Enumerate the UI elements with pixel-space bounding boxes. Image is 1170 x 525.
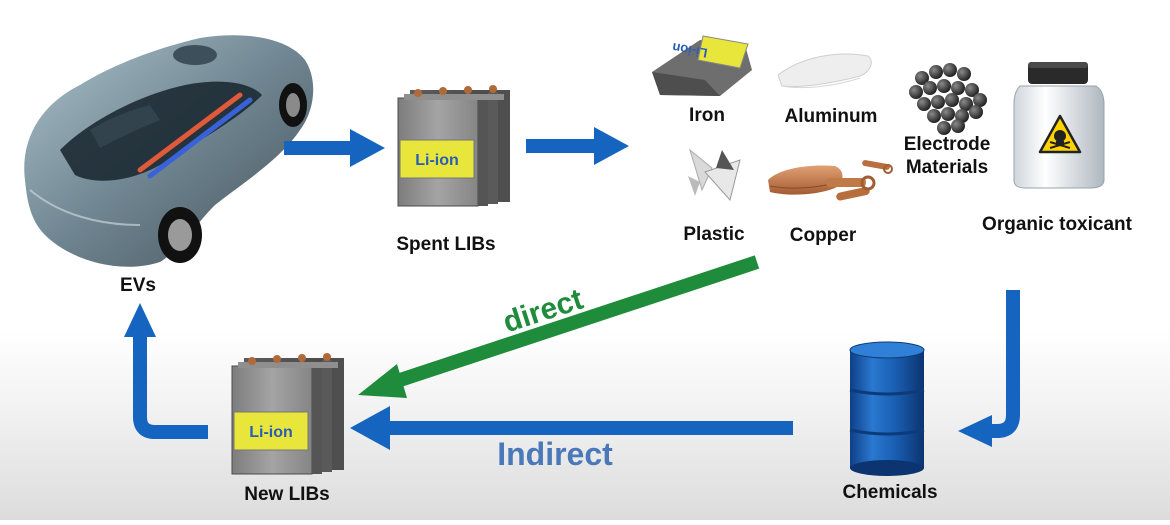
indirect-label: Indirect <box>497 436 613 472</box>
flow-arrow-evs-to-spent <box>284 129 385 167</box>
chemical-barrel-icon <box>849 341 925 476</box>
new-libs-label: New LIBs <box>244 484 330 505</box>
chemicals-label: Chemicals <box>842 482 938 503</box>
electrode-materials-label: Electrode Materials <box>904 133 991 179</box>
plastic-label: Plastic <box>683 224 745 245</box>
battery-icon: Li-ion <box>231 353 344 475</box>
copper-label: Copper <box>789 225 857 246</box>
iron-scrap-icon: Li-ion <box>652 35 752 96</box>
flow-arrow-spent-to-materials <box>526 127 629 165</box>
organic-toxicant-label: Organic toxicant <box>982 214 1132 235</box>
electrode-label-line1: Electrode <box>903 134 991 155</box>
evs-label: EVs <box>120 275 156 296</box>
aluminum-foil-icon <box>777 53 872 89</box>
aluminum-label: Aluminum <box>784 106 878 127</box>
spent-libs-label: Spent LIBs <box>396 234 496 255</box>
electrode-label-line2: Materials <box>905 157 989 179</box>
flow-arrow-new-to-evs <box>124 303 208 439</box>
indirect-arrow <box>350 406 793 450</box>
copper-icon <box>768 160 893 201</box>
electrode-beads-icon <box>909 63 987 135</box>
battery-label: Li-ion <box>415 152 459 169</box>
battery-icon: Li-ion <box>397 85 510 207</box>
car-icon <box>24 35 314 267</box>
toxicant-jar-icon <box>1013 62 1105 189</box>
battery-label: Li-ion <box>249 424 293 441</box>
iron-label: Iron <box>689 105 725 126</box>
direct-arrow <box>358 255 760 398</box>
iron-scrap-text: Li-ion <box>671 40 709 61</box>
flow-arrow-toxicant-to-chemicals <box>958 290 1020 447</box>
plastic-icon <box>688 148 741 202</box>
